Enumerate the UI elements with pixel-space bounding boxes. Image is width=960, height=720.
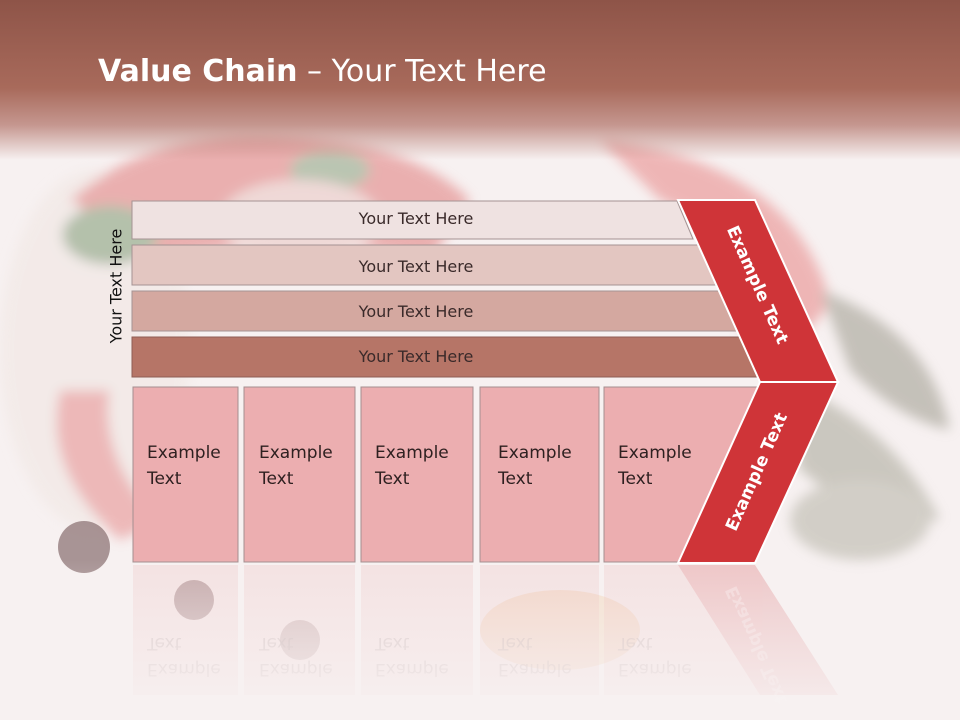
column-label-5-text: Example Text (618, 443, 692, 489)
column-box-3 (360, 386, 474, 563)
row-label-4: Your Text Here (358, 347, 474, 366)
column-label-4: Example Text (498, 440, 572, 492)
title-rest: – Your Text Here (297, 54, 547, 89)
slide-title: Value Chain – Your Text Here (98, 54, 547, 89)
row-label-1: Your Text Here (358, 209, 474, 228)
row-label-3: Your Text Here (358, 302, 474, 321)
column-label-1: Example Text (147, 440, 221, 492)
column-label-2: Example Text (259, 440, 333, 492)
column-label-4-text: Example Text (498, 443, 572, 489)
column-label-3: Example Text (375, 440, 449, 492)
reflection-fade (0, 560, 960, 720)
row-label-2: Your Text Here (358, 257, 474, 276)
column-label-5: Example Text (618, 440, 692, 492)
column-box-1 (132, 386, 239, 563)
column-box-4 (479, 386, 600, 563)
column-box-2 (243, 386, 356, 563)
column-label-1-text: Example Text (147, 443, 221, 489)
column-label-2-text: Example Text (259, 443, 333, 489)
row-bar-1 (131, 200, 694, 240)
title-bar (0, 0, 960, 160)
column-label-3-text: Example Text (375, 443, 449, 489)
title-bold: Value Chain (98, 54, 298, 89)
